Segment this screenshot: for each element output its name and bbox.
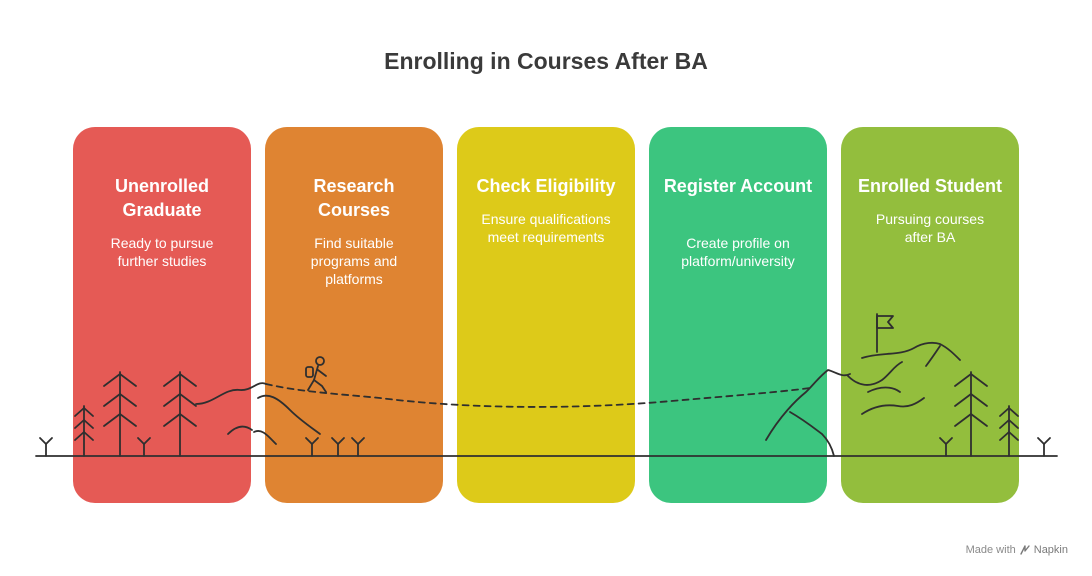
step-card-unenrolled-graduate: Unenrolled Graduate Ready to pursue furt…	[73, 127, 251, 503]
step-description: Ready to pursue further studies	[110, 235, 214, 269]
pine-tree-icon	[954, 371, 988, 457]
footer-attribution: Made with Napkin	[966, 544, 1068, 556]
step-title: Register Account	[663, 176, 813, 196]
grass-sprout-icon	[1037, 437, 1051, 457]
hiker-icon	[305, 356, 327, 393]
mountain-icon	[789, 411, 835, 457]
step-description: Pursuing courses after BA	[875, 211, 985, 245]
mountain-icon	[925, 345, 941, 367]
mountain-icon	[861, 341, 961, 361]
grass-sprout-icon	[39, 437, 53, 457]
pine-tree-icon	[103, 371, 137, 457]
step-card-check-eligibility: Check Eligibility Ensure qualifications …	[457, 127, 635, 503]
step-description: Ensure qualifications meet requirements	[481, 211, 611, 245]
mountain-icon	[847, 361, 903, 386]
step-title: Check Eligibility	[476, 176, 616, 196]
made-with-label: Made with	[965, 544, 1016, 556]
step-title: Unenrolled Graduate	[114, 176, 209, 220]
mountain-icon	[227, 425, 253, 435]
grass-sprout-icon	[351, 437, 365, 457]
mountain-icon	[195, 382, 267, 405]
mountain-icon	[257, 394, 321, 435]
step-description: Find suitable programs and platforms	[310, 235, 398, 287]
pine-tree-icon	[163, 371, 197, 457]
step-description: Create profile on platform/university	[681, 235, 795, 269]
mountain-icon	[861, 397, 925, 415]
grass-sprout-icon	[331, 437, 345, 457]
mountain-icon	[253, 430, 277, 445]
diagram-title: Enrolling in Courses After BA	[384, 48, 708, 74]
step-title: Enrolled Student	[858, 176, 1002, 196]
flag-icon	[876, 313, 894, 353]
step-card-enrolled-student: Enrolled Student Pursuing courses after …	[841, 127, 1019, 503]
journey-path	[265, 383, 811, 408]
grass-sprout-icon	[137, 437, 151, 457]
pine-tree-icon	[999, 405, 1019, 457]
pine-tree-icon	[74, 405, 94, 457]
grass-sprout-icon	[305, 437, 319, 457]
step-card-register-account: Register Account Create profile on platf…	[649, 127, 827, 503]
mountain-icon	[765, 369, 851, 441]
grass-sprout-icon	[939, 437, 953, 457]
step-title: Research Courses	[313, 176, 395, 220]
napkin-logo-icon	[1020, 545, 1030, 555]
mountain-icon	[867, 386, 901, 393]
brand-name: Napkin	[1033, 544, 1068, 556]
